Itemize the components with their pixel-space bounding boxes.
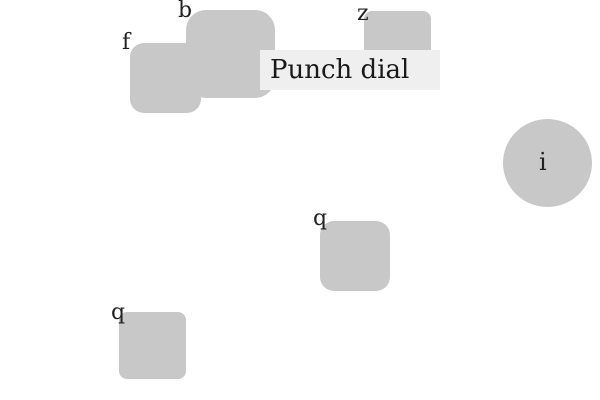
target-q-square-middle[interactable] (320, 221, 390, 291)
target-i-circle[interactable] (503, 119, 592, 207)
target-f-label: f (122, 30, 131, 55)
target-q-square-bottom[interactable] (119, 312, 186, 379)
target-z-label: z (357, 1, 369, 26)
target-b-label: b (178, 0, 193, 23)
tooltip: Punch dial (260, 50, 440, 90)
target-q-label-bottom: q (111, 300, 126, 325)
target-q-label-middle: q (313, 206, 328, 231)
target-f-square[interactable] (130, 43, 201, 113)
